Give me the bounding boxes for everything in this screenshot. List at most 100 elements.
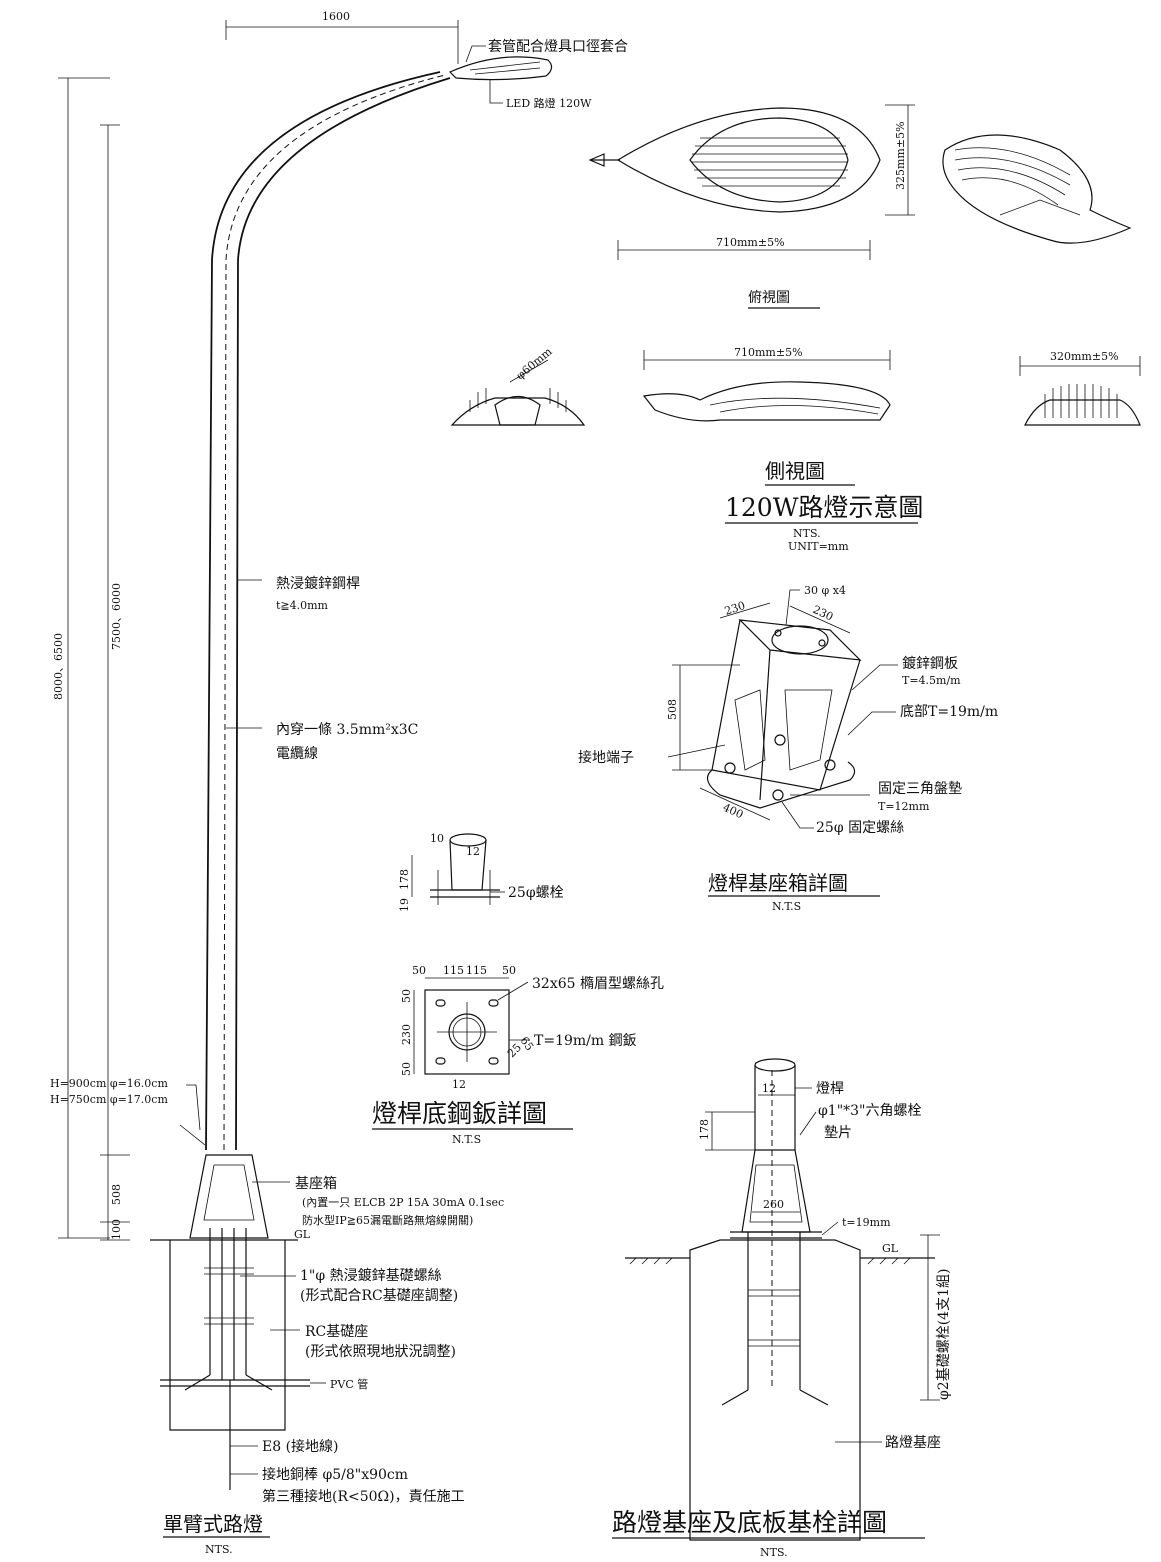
- lamp-unit: UNIT=mm: [788, 540, 849, 553]
- gl-left: GL: [294, 1228, 311, 1241]
- steel-plate: [424, 989, 510, 1075]
- dia-row1: H=900cm φ=16.0cm: [50, 1077, 168, 1090]
- dia-row2: H=750cm φ=17.0cm: [50, 1093, 168, 1106]
- ground-rod: 接地銅棒 φ5/8"x90cm: [262, 1466, 408, 1483]
- side-view-label: 側視圖: [765, 459, 825, 483]
- fd-base: 路燈基座: [885, 1434, 941, 1451]
- sd-dim-19: 19: [398, 898, 411, 912]
- pd-dim-12: 12: [452, 1078, 466, 1091]
- pd-top-2: 115: [443, 964, 464, 977]
- dim-400: 400: [721, 801, 745, 821]
- pd-dim-50a: 50: [400, 989, 413, 1003]
- plate-detail: 50 115 115 50 50 230 50 12 65 25 32x65 橢…: [372, 964, 664, 1146]
- dim-1600: 1600: [322, 10, 350, 23]
- rc-foundation-left: [169, 1240, 286, 1431]
- dim-710-top: 710mm±5%: [716, 236, 785, 249]
- fd-dim-178: 178: [698, 1119, 711, 1140]
- rc-base-line2: (形式依照現地狀況調整): [305, 1344, 456, 1360]
- cable-line1: 內穿一條 3.5mm²x3C: [276, 722, 418, 738]
- plate-label: 鍍鋅鋼板: [902, 655, 958, 672]
- fd-dim-260: 260: [763, 1198, 784, 1211]
- foundation-title: 路燈基座及底板基栓詳圖: [612, 1508, 887, 1537]
- plate-nts: N.T.S: [452, 1133, 481, 1146]
- dim-710-side: 710mm±5%: [734, 346, 803, 359]
- holes-label: 30 φ x4: [804, 584, 846, 597]
- cable-dashed-line: [223, 74, 446, 1151]
- top-view-label: 俯視圖: [748, 290, 790, 306]
- pole-nts: NTS.: [205, 1543, 233, 1556]
- lamp-side-view: [642, 381, 891, 422]
- pole-thickness: t≧4.0mm: [276, 599, 329, 612]
- plate-title: 燈桿底鋼鈑詳圖: [372, 1099, 547, 1128]
- bottom-label: 底部T=19m/m: [900, 704, 998, 720]
- lamp-end-view: [1024, 399, 1141, 426]
- sleeve-note: 套管配合燈具口徑套合: [488, 39, 628, 55]
- cable-line2: 電纜線: [276, 745, 318, 762]
- dim-100-left: 100: [110, 1219, 123, 1240]
- base-box-note1: (內置一只 ELCB 2P 15A 30mA 0.1sec: [302, 1196, 504, 1209]
- dim-325: 325mm±5%: [894, 121, 907, 190]
- pole-outline: [205, 71, 441, 1151]
- dim-508-left: 508: [110, 1184, 123, 1205]
- dim-508-box: 508: [666, 699, 679, 720]
- pole-title: 單臂式路燈: [163, 1512, 263, 1536]
- fd-gl: GL: [882, 1242, 899, 1255]
- height-pole: 7500、6000: [110, 583, 123, 650]
- pole-stub: [754, 1065, 796, 1150]
- e8-label: E8 (接地線): [262, 1438, 339, 1455]
- washer-thickness: T=12mm: [878, 800, 930, 813]
- base-box-left: [189, 1154, 269, 1239]
- rc-base-line1: RC基礎座: [305, 1323, 368, 1340]
- fd-plate-t: t=19mm: [842, 1216, 891, 1229]
- foundation-block: [689, 1239, 861, 1541]
- led-label: LED 路燈 120W: [506, 96, 592, 110]
- pd-slot: 32x65 橢眉型螺絲孔: [532, 976, 664, 992]
- pd-dim-230: 230: [400, 1024, 413, 1045]
- lamp-perspective: [942, 134, 1132, 244]
- fd-anchor: φ2基礎螺栓(4支1組): [935, 1269, 952, 1400]
- bolt-line1: 1"φ 熱浸鍍鋅基礎螺絲: [300, 1267, 442, 1284]
- sd-bolt: 25φ螺栓: [508, 885, 564, 901]
- pd-top-4: 50: [502, 964, 516, 977]
- lamp-nts: NTS.: [793, 527, 821, 540]
- washer-label: 固定三角盤墊: [878, 781, 962, 797]
- pole-drawing: 1600 套管配合燈具口徑套合 LED 路燈 120W 8000、6500 75…: [50, 10, 628, 1556]
- bolt-line2: (形式配合RC基礎座調整): [300, 1287, 458, 1304]
- base-box-section: [741, 1149, 811, 1233]
- fd-pole: 燈桿: [816, 1081, 844, 1097]
- base-box-note2: 防水型IP≧65漏電斷路無熔線開關): [302, 1213, 473, 1227]
- pd-top-3: 115: [466, 964, 487, 977]
- lamp-drawing: 325mm±5% 710mm±5% 俯視圖 710mm±5%: [450, 104, 1141, 553]
- fd-dim-12: 12: [762, 1082, 776, 1095]
- dim-dia-60: φ60mm: [514, 345, 555, 383]
- plate-thickness: T=4.5m/m: [902, 674, 961, 687]
- bolt-label-box: 25φ 固定螺絲: [816, 820, 904, 836]
- sd-dim-10: 10: [430, 832, 444, 845]
- lamp-head: [448, 56, 553, 81]
- small-bolt-detail: 10 12 178 19 25φ螺栓: [398, 832, 564, 912]
- lamp-front-view: [450, 397, 586, 426]
- pd-top-1: 50: [412, 964, 426, 977]
- fd-washer: 墊片: [824, 1125, 852, 1141]
- sd-dim-178: 178: [398, 869, 411, 890]
- base-box-nts: N.T.S: [772, 900, 801, 913]
- ground-terminal: 接地端子: [578, 749, 634, 766]
- base-box-detail: 230 230 30 φ x4 鍍鋅鋼板 T=4.5m/m 底部T=19m/m …: [578, 584, 998, 913]
- foundation-detail: 12 燈桿 φ1"*3"六角螺栓 墊片 178 260 t=19mm GL: [612, 1058, 952, 1559]
- ground-class: 第三種接地(R<50Ω)，責任施工: [262, 1488, 465, 1505]
- fd-hex-bolt: φ1"*3"六角螺栓: [818, 1103, 922, 1119]
- foundation-nts: NTS.: [760, 1546, 788, 1559]
- base-box-label: 基座箱: [295, 1175, 337, 1192]
- pvc-label: PVC 管: [330, 1377, 368, 1391]
- sd-dim-12: 12: [466, 845, 480, 858]
- pole-material: 熱浸鍍鋅鋼桿: [276, 575, 360, 592]
- lamp-title: 120W路燈示意圖: [725, 493, 923, 522]
- height-total: 8000、6500: [52, 633, 65, 700]
- base-box-body: [711, 619, 861, 791]
- pd-plate: T=19m/m 鋼鈑: [534, 1033, 637, 1049]
- pd-dim-50b: 50: [400, 1062, 413, 1076]
- dim-230a: 230: [723, 599, 747, 618]
- lamp-top-view: [616, 107, 881, 213]
- base-box-title: 燈桿基座箱詳圖: [708, 871, 848, 895]
